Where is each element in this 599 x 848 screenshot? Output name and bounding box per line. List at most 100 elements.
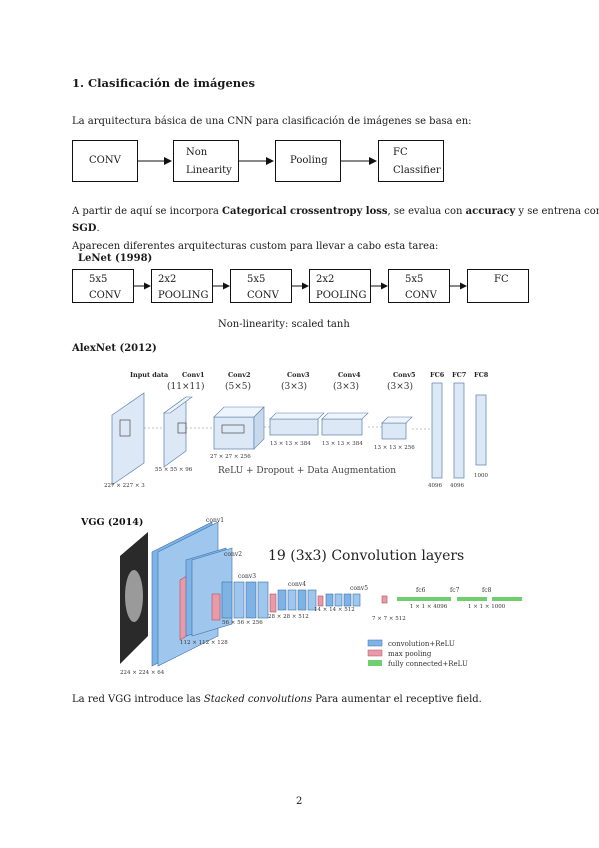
text-run: La red VGG introduce las: [72, 694, 204, 705]
vgg-layer-label: conv3: [238, 573, 256, 580]
vgg-headline: 19 (3x3) Convolution layers: [268, 548, 464, 564]
text-run: .: [96, 223, 100, 234]
alexnet-block-edge: [163, 396, 193, 414]
vgg-pool-block: [269, 593, 277, 613]
vgg-pool-block: [381, 595, 388, 604]
lenet-block-bottom: POOLING: [316, 290, 367, 301]
legend-swatch-pool: [367, 649, 383, 657]
flow-block-label: Linearity: [186, 165, 232, 176]
vgg-layer-label: fc6: [416, 587, 426, 594]
lenet-arrows: [134, 282, 467, 290]
vgg-input-image-detail: [125, 570, 143, 622]
alexnet-fc-name: FC7: [452, 371, 466, 379]
vgg-title: VGG (2014): [80, 517, 143, 528]
text-run: A partir de aquí se incorpora: [72, 206, 223, 217]
alexnet-kernel: (11×11): [167, 381, 204, 392]
vgg-dims: 7 × 7 × 512: [372, 616, 406, 622]
alexnet-fc8-bar: [475, 394, 487, 466]
vgg-conv-block: [307, 589, 317, 611]
alexnet-block-edge: [321, 412, 369, 420]
alexnet-layer-name: Conv2: [228, 371, 251, 379]
lenet-block: FC: [467, 269, 529, 303]
vgg-dims: 1 × 1 × 4096: [410, 604, 448, 610]
text-run: y se entrena con: [515, 206, 599, 217]
vgg-layer-label: fc8: [482, 587, 492, 594]
lenet-block: 5x5 CONV: [388, 269, 450, 303]
alexnet-conv5-block: [381, 422, 407, 440]
alexnet-input-block: [111, 392, 145, 486]
lenet-block-top: 5x5: [247, 274, 266, 285]
alexnet-fc-name: FC8: [474, 371, 489, 379]
vgg-layer-label: conv4: [288, 581, 306, 588]
alexnet-kernel: (3×3): [281, 381, 307, 392]
lenet-block: 5x5 CONV: [72, 269, 134, 303]
section-title: Clasificación de imágenes: [88, 76, 255, 90]
vgg-layer-label: conv2: [224, 551, 242, 558]
italic-term: Stacked convolutions: [203, 694, 313, 705]
lenet-block-bottom: CONV: [247, 290, 279, 301]
vgg-conv-block: [297, 589, 307, 611]
alexnet-dims: 55 × 55 × 96: [155, 467, 193, 473]
vgg-conv-block: [233, 581, 245, 619]
lenet-caption: Non-linearity: scaled tanh: [218, 319, 350, 330]
alexnet-kernel: (5×5): [225, 381, 251, 392]
vgg-conv-block: [245, 581, 257, 619]
alexnet-fc6-bar: [431, 382, 443, 479]
alexnet-fc-dims: 1000: [474, 473, 488, 479]
bold-term: Categorical crossentropy loss: [222, 206, 388, 217]
vgg-dims: 56 × 56 × 256: [222, 620, 263, 626]
page-number: 2: [296, 796, 303, 807]
flow-block-pooling: Pooling: [275, 140, 341, 182]
vgg-layer-label: conv1: [206, 517, 224, 524]
alexnet-kernel-marker: [119, 419, 131, 437]
alexnet-dims: 13 × 13 × 384: [270, 441, 311, 447]
vgg-conv-block: [287, 589, 297, 611]
lenet-block-top: 5x5: [405, 274, 424, 285]
lenet-title: LeNet (1998): [78, 253, 153, 264]
alexnet-dims: 13 × 13 × 256: [374, 445, 415, 451]
vgg-layer-label: conv5: [350, 585, 368, 592]
vgg-figure: VGG (2014) 19 (3x3) Convolution layers c…: [72, 508, 532, 680]
alexnet-dims: 227 × 227 × 3: [104, 483, 145, 489]
lenet-block: 5x5 CONV: [230, 269, 292, 303]
alexnet-block-edge: [381, 416, 413, 424]
flow-block-label: Pooling: [290, 155, 328, 166]
lenet-block: 2x2 POOLING: [309, 269, 371, 303]
legend-swatch-conv: [367, 639, 383, 647]
vgg-dims: 224 × 224 × 64: [120, 670, 165, 676]
flow-block-label: FC: [393, 147, 408, 158]
paragraph-loss-cont: SGD.: [72, 222, 100, 235]
vgg-dims: 14 × 14 × 512: [314, 607, 355, 613]
alexnet-conv4-block: [321, 418, 363, 436]
lenet-block-top: 2x2: [158, 274, 177, 285]
bold-term: SGD: [72, 223, 97, 234]
alexnet-dims: 27 × 27 × 256: [210, 454, 251, 460]
flow-block-nonlinearity: Non Linearity: [173, 140, 239, 182]
alexnet-kernel-marker: [221, 424, 245, 434]
alexnet-fc-dims: 4096: [428, 483, 442, 489]
alexnet-fc-dims: 4096: [450, 483, 464, 489]
vgg-conv-block: [325, 593, 334, 607]
vgg-conv-block: [221, 581, 233, 619]
vgg-fc-bar: [492, 597, 522, 601]
lenet-block-bottom: CONV: [89, 290, 121, 301]
alexnet-layer-name: Input data: [130, 371, 169, 379]
alexnet-fc7-bar: [453, 382, 465, 479]
alexnet-title: AlexNet (2012): [72, 343, 157, 354]
vgg-pool-block: [317, 595, 324, 607]
bold-term: accuracy: [465, 206, 516, 217]
lenet-block-top: 2x2: [316, 274, 335, 285]
alexnet-note: ReLU + Dropout + Data Augmentation: [218, 466, 396, 476]
vgg-pool-block: [211, 593, 221, 621]
flow-block-label: CONV: [89, 155, 121, 166]
flow-block-label: Classifier: [393, 165, 441, 176]
alexnet-kernel: (3×3): [333, 381, 359, 392]
paragraph-architectures: Aparecen diferentes arquitecturas custom…: [72, 241, 439, 252]
alexnet-layer-name: Conv4: [338, 371, 361, 379]
alexnet-block-edge: [253, 406, 265, 450]
text-run: Para aumentar el receptive field.: [312, 694, 482, 705]
flow-block-label: Non: [186, 147, 208, 158]
flow-block-conv: CONV: [72, 140, 138, 182]
vgg-dims: 28 × 28 × 512: [268, 614, 309, 620]
alexnet-block-edge: [269, 412, 325, 420]
